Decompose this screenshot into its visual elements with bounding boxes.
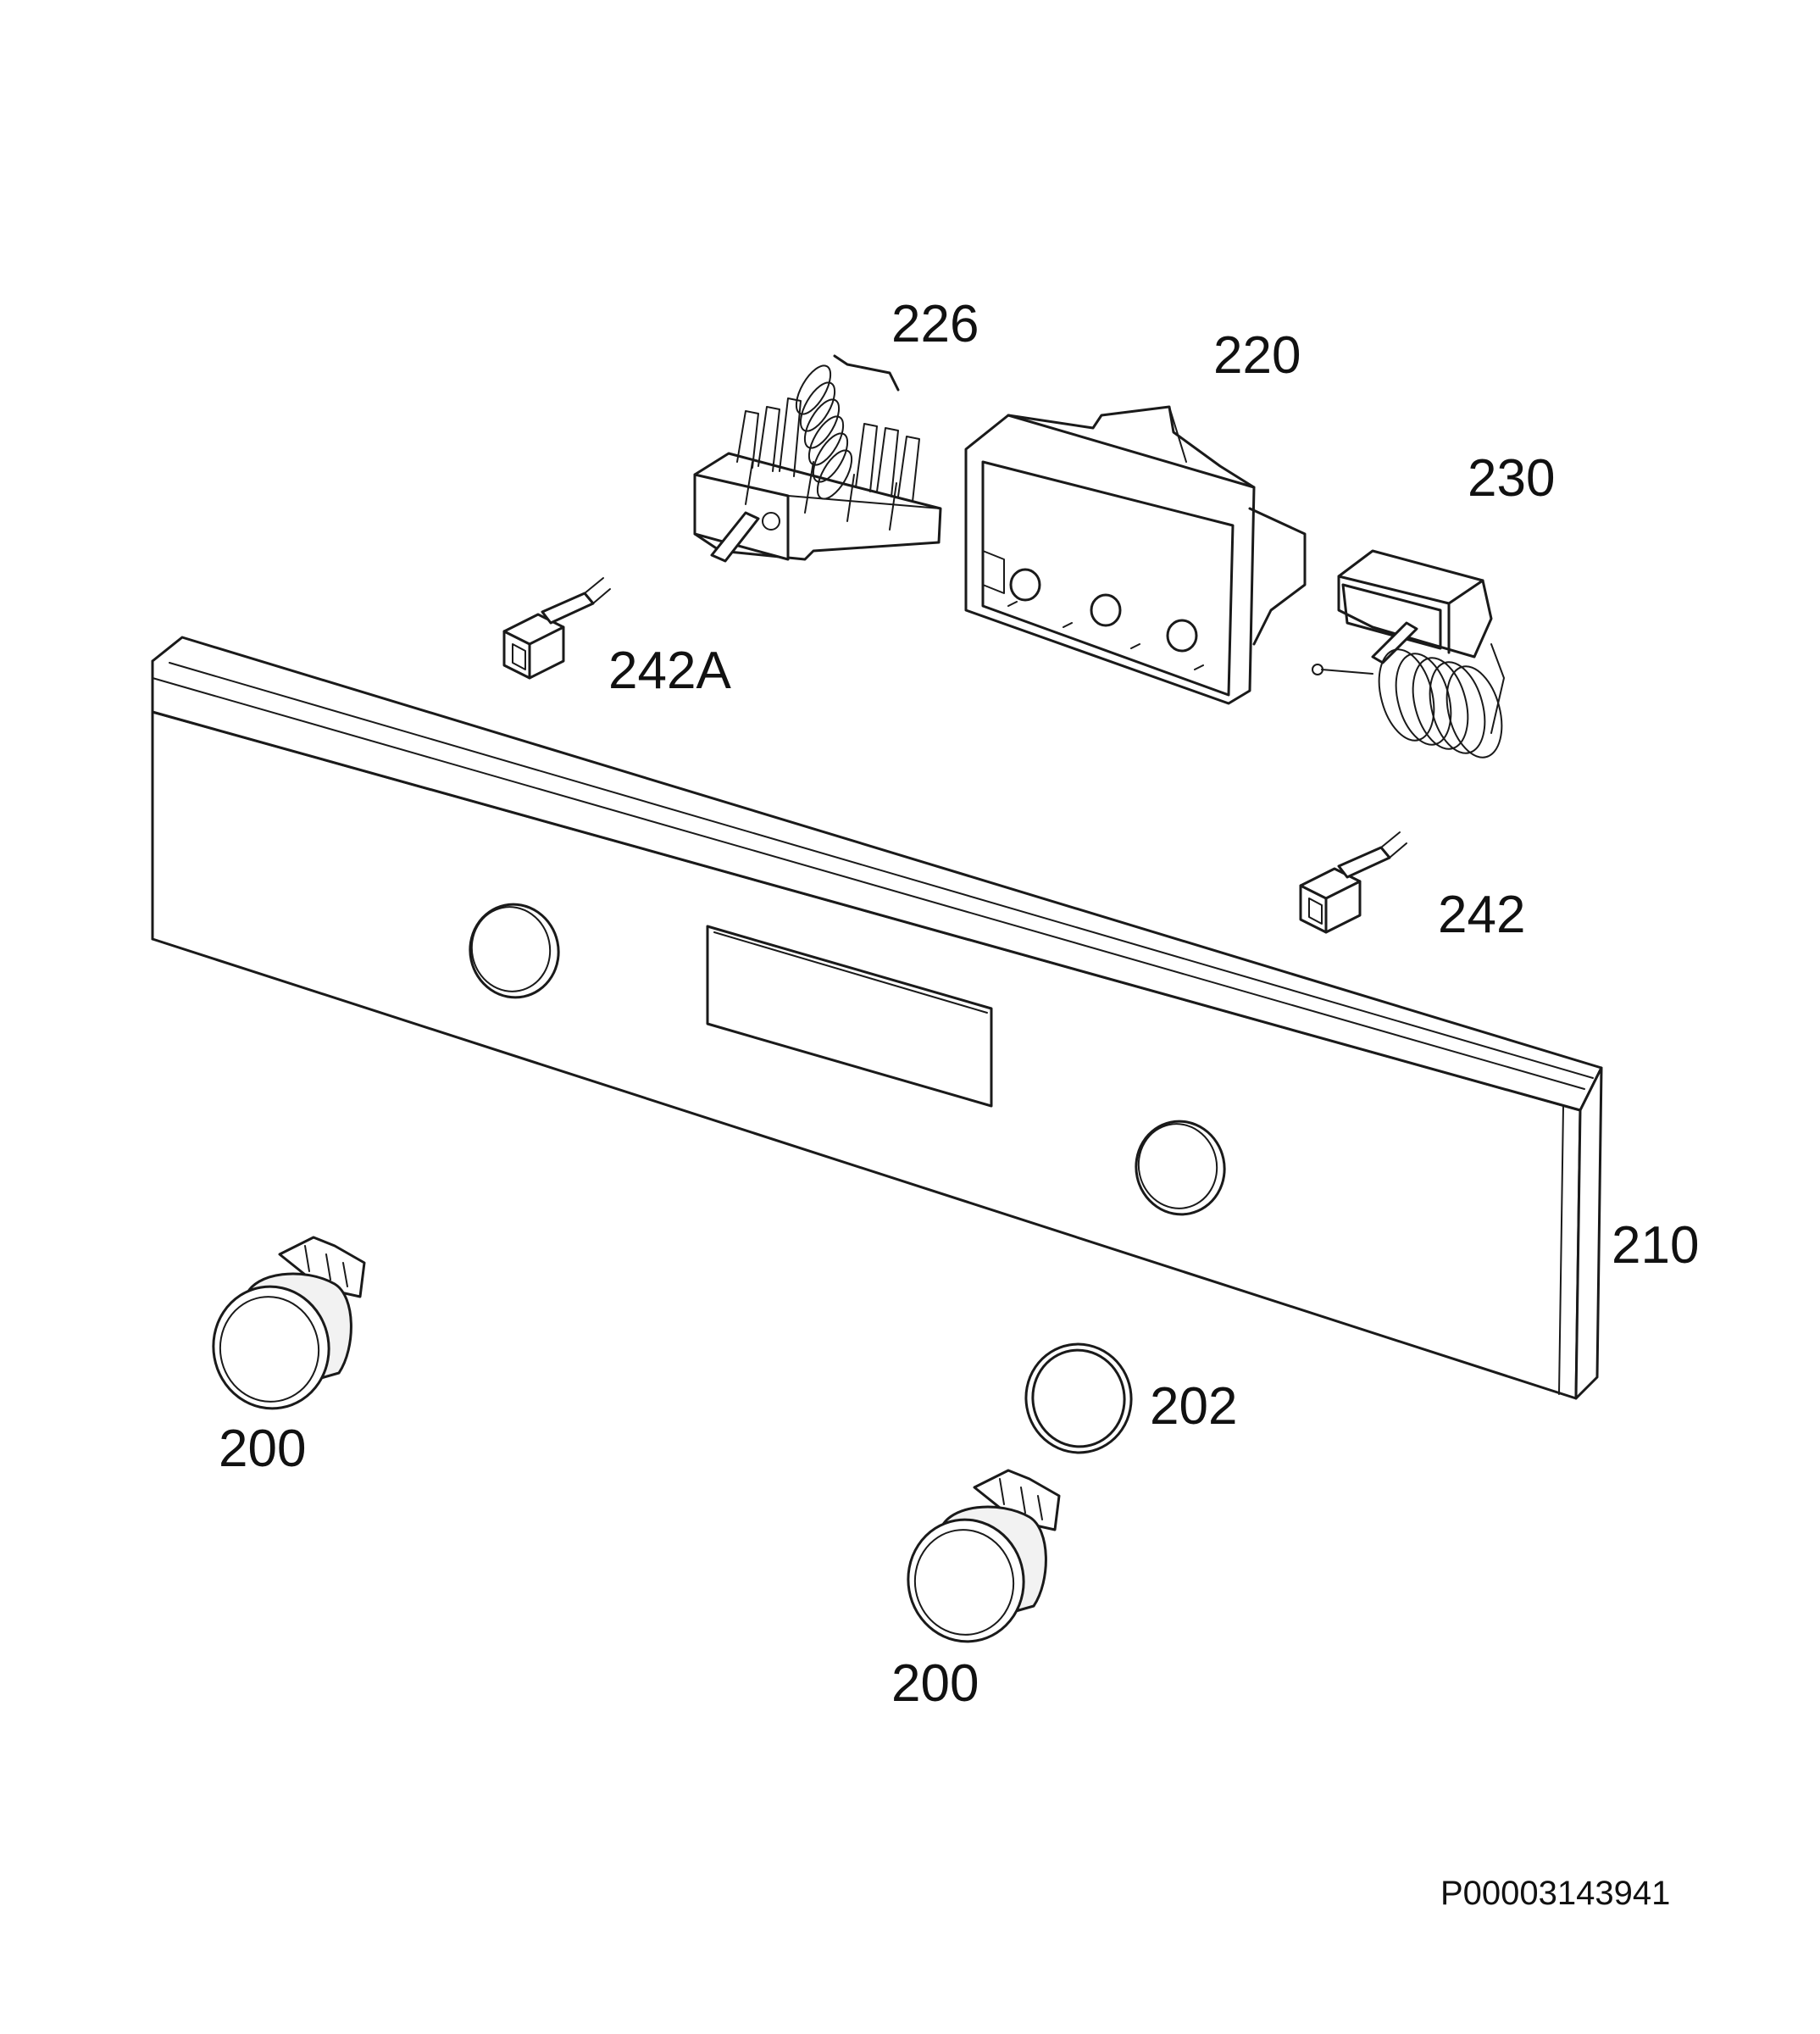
part-label-242a: 242A xyxy=(608,642,731,700)
part-label-210: 210 xyxy=(1612,1216,1699,1275)
ring-part xyxy=(1024,1342,1133,1454)
signal-lamp-part xyxy=(502,577,611,680)
part-label-200-left: 200 xyxy=(219,1420,306,1478)
part-label-242: 242 xyxy=(1438,886,1525,944)
control-knob-part xyxy=(212,1236,366,1410)
part-label-220: 220 xyxy=(1213,326,1301,385)
part-label-226: 226 xyxy=(891,295,979,353)
part-label-230: 230 xyxy=(1468,449,1555,508)
diagram-reference-code: P00003143941 xyxy=(1440,1875,1670,1912)
control-panel-part xyxy=(151,636,1603,1400)
thermostat-part xyxy=(1312,549,1505,759)
control-knob-part xyxy=(907,1469,1061,1643)
part-label-200-right: 200 xyxy=(891,1654,979,1713)
selector-switch-part xyxy=(693,354,942,563)
signal-lamp-part xyxy=(1299,831,1407,934)
part-label-202: 202 xyxy=(1150,1377,1237,1436)
control-housing-part xyxy=(964,405,1307,705)
